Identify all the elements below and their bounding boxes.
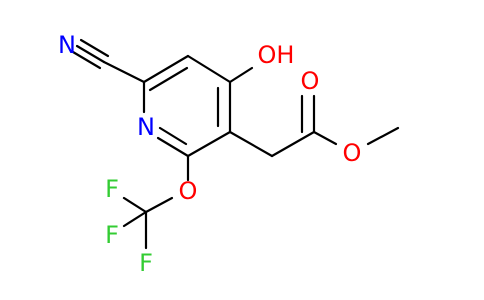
bond-ch2-carbonyl-c [270,130,316,158]
nitrile-triple-bond-1 [79,38,110,58]
nitrile-triple-bond-2 [75,44,106,64]
atom-ether-o: O [179,177,198,205]
bond-c3-c2 [186,130,232,158]
atom-ester-o: O [343,139,362,167]
atom-hydroxyl: OH [258,41,295,69]
bond-ester-o-methyl [366,126,400,146]
atom-fluorine-1: F [105,175,119,203]
bond-c3-ch2 [228,130,274,158]
bond-c6-c5-double [148,66,189,92]
bond-cf3-f-lower-left [122,210,148,228]
atom-fluorine-2: F [105,221,119,249]
atom-carbonyl-o: O [301,67,320,95]
bond-nitrile-c6 [102,60,146,84]
bond-c5-c4 [186,54,232,84]
bond-c6-c5 [142,54,190,84]
bond-c2-n1 [156,136,190,158]
bond-c4-oh [228,66,254,84]
atom-ring-n: N [137,113,155,141]
nitrile-triple-bond-3 [71,50,102,70]
atom-fluorine-3: F [139,249,153,277]
atom-nitrile-n: N [58,31,76,59]
bond-c2-n1-double [158,126,188,146]
bond-ether-o-cf3 [144,196,174,214]
bond-carbonyl-c-ester-o [312,130,338,146]
bond-cf3-f-left [122,196,148,214]
